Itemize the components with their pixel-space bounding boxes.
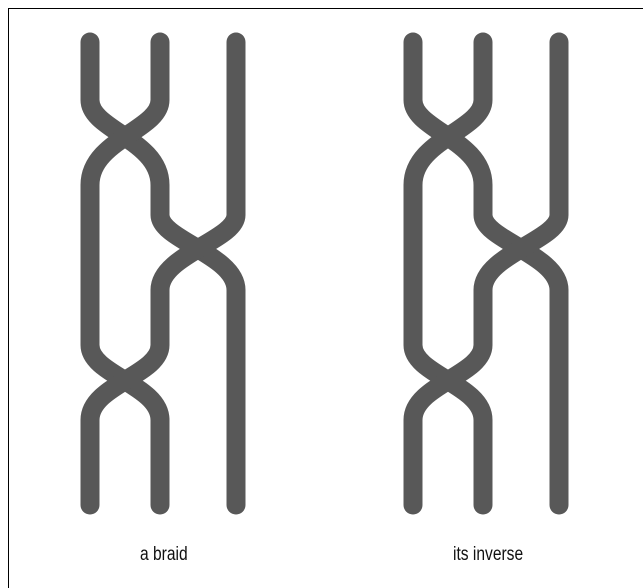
- braid-diagram: [90, 42, 236, 505]
- inverse-caption: its inverse: [453, 544, 523, 566]
- braid-caption: a braid: [140, 544, 188, 566]
- inverse-braid-diagram: [413, 42, 559, 505]
